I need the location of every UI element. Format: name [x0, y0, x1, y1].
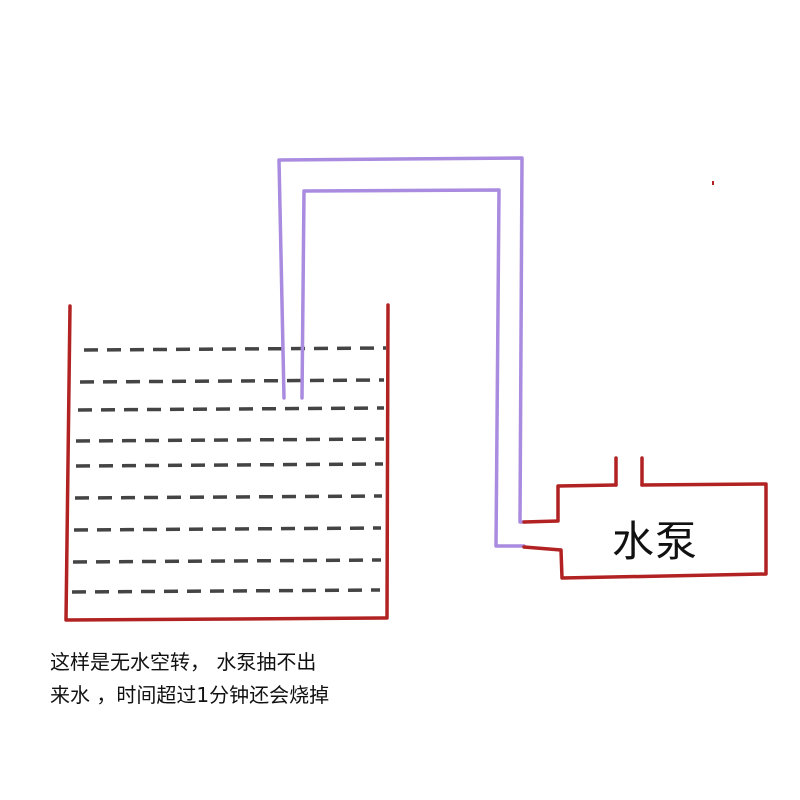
water-line	[79, 378, 385, 384]
water-line	[75, 462, 384, 468]
water-line	[83, 346, 387, 352]
pump-inlet-top	[522, 483, 618, 524]
water-line	[75, 437, 385, 443]
water-line	[77, 406, 385, 412]
pipe	[277, 156, 526, 548]
pump	[522, 456, 768, 580]
pipe-outer-wall	[277, 156, 526, 524]
water-line	[73, 526, 382, 532]
water-tank	[64, 303, 390, 622]
water-line	[72, 558, 382, 564]
caption: 这样是无水空转， 水泵抽不出 来水 ，时间超过1分钟还会烧掉	[50, 646, 329, 712]
pump-body-right	[522, 482, 768, 580]
pipe-inner-wall	[300, 188, 526, 548]
pump-label: 水泵	[612, 517, 699, 566]
water-line	[71, 588, 381, 594]
water-line	[74, 494, 383, 500]
caption-line-1: 这样是无水空转， 水泵抽不出	[50, 650, 317, 674]
caption-line-2: 来水 ，时间超过1分钟还会烧掉	[50, 683, 330, 707]
water-lines	[71, 346, 387, 594]
